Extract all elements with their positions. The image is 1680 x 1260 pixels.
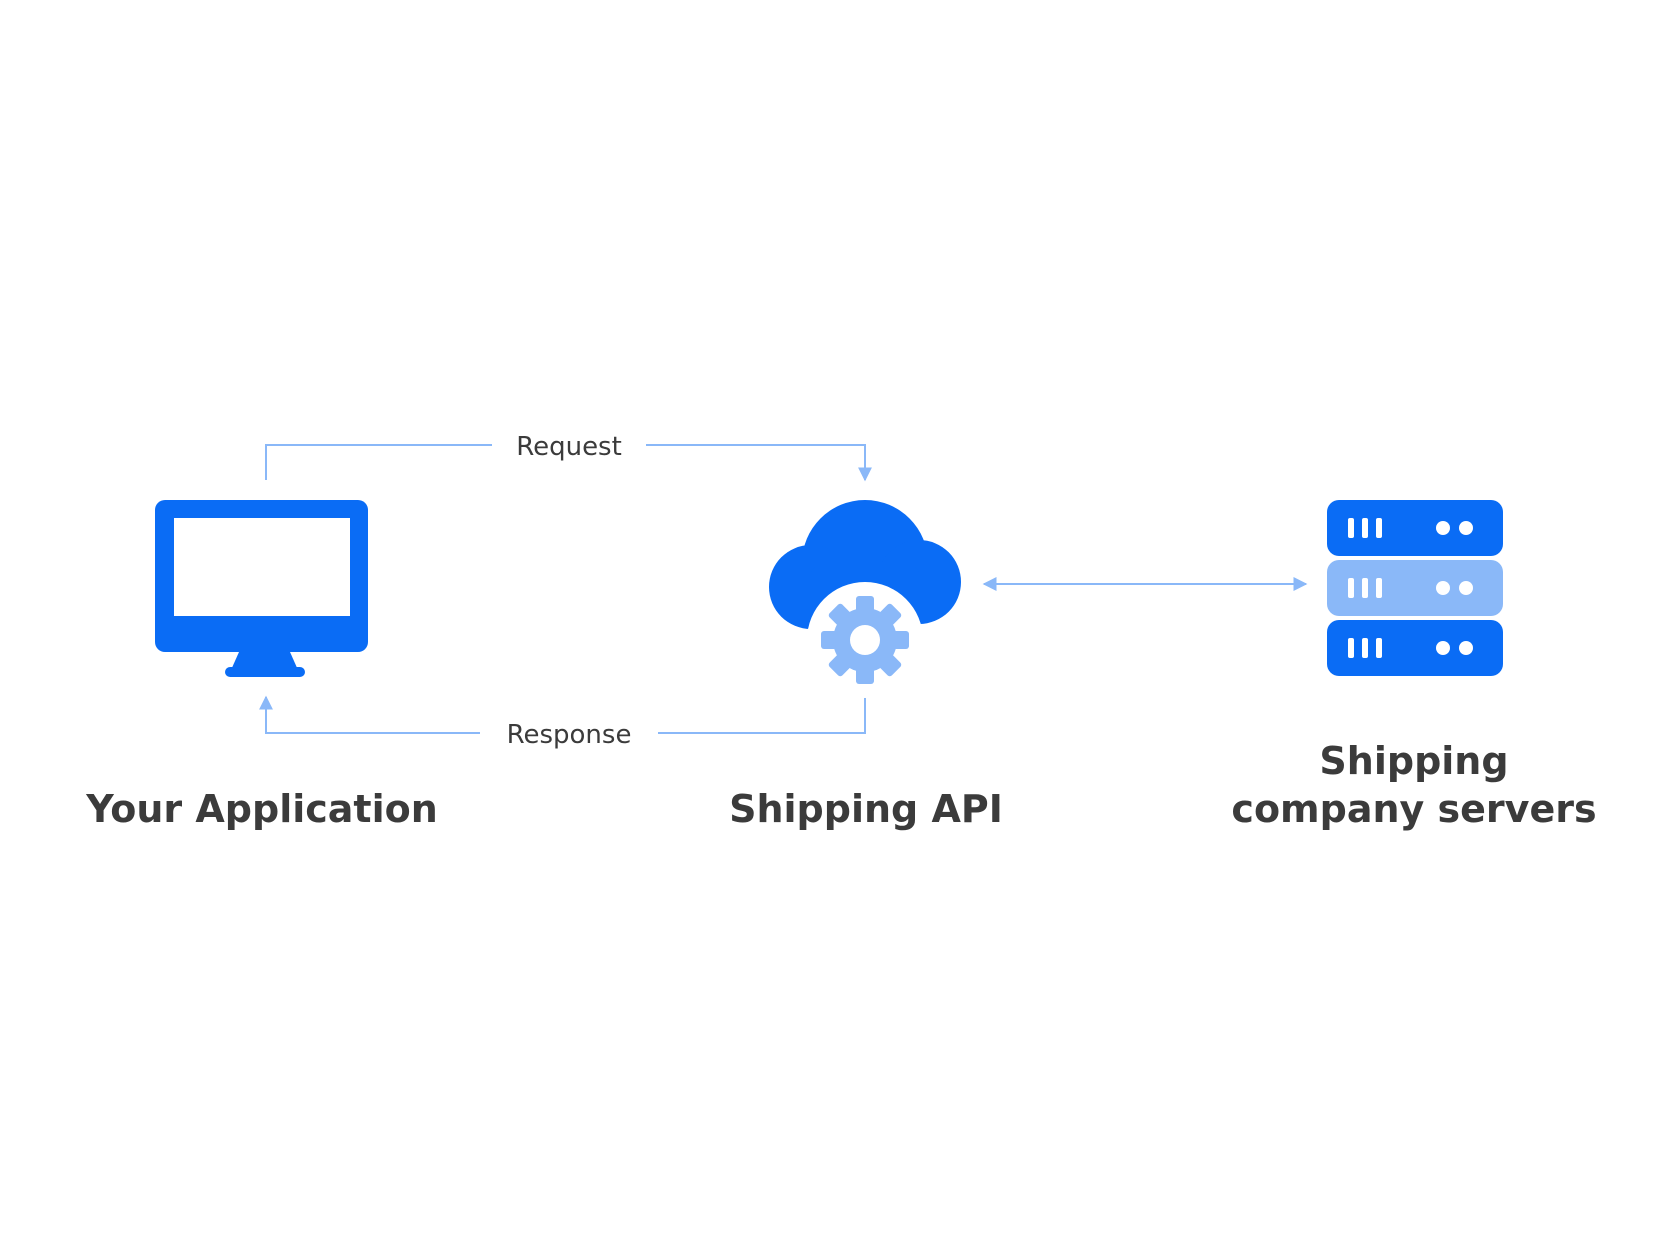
server-unit-bottom: [1327, 620, 1503, 676]
server-stack-icon: [1327, 500, 1503, 676]
servers-label-line2: company servers: [1231, 787, 1596, 831]
server-unit-top: [1327, 500, 1503, 556]
request-label: Request: [516, 432, 622, 462]
request-connector: Request: [265, 432, 872, 482]
api-label: Shipping API: [729, 787, 1003, 831]
response-line-left: [259, 695, 480, 734]
gear-icon: [821, 596, 909, 684]
request-line-left: [265, 444, 492, 480]
desktop-monitor-icon: [155, 500, 368, 677]
response-connector: Response: [259, 695, 866, 750]
cloud-gear-icon: [769, 500, 961, 698]
response-label: Response: [507, 720, 632, 750]
server-unit-middle: [1327, 560, 1503, 616]
servers-label-line1: Shipping: [1319, 739, 1508, 783]
application-label: Your Application: [85, 787, 438, 831]
response-line-right: [658, 695, 866, 734]
request-line-right: [646, 444, 872, 482]
